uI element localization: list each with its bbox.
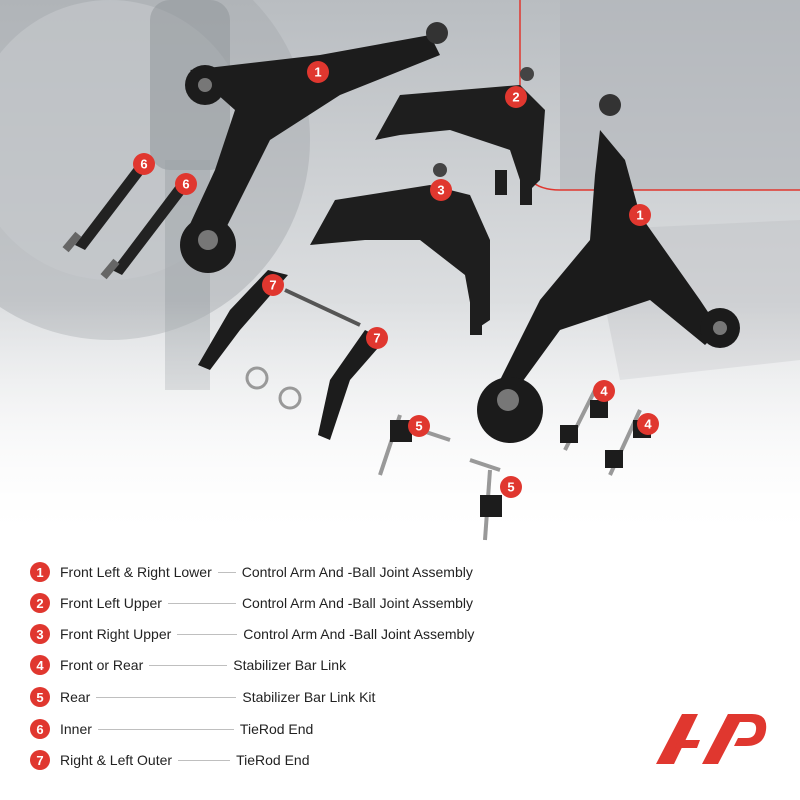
callout-number: 5 <box>415 419 422 434</box>
callout-badge <box>408 415 430 437</box>
callout-number: 6 <box>182 177 189 192</box>
legend-number: 2 <box>30 593 50 613</box>
parts-photo: 1 1 2 3 4 4 5 5 6 6 7 7 <box>0 0 800 545</box>
callout-number: 2 <box>512 90 519 105</box>
legend-label: Front Left Upper <box>60 595 162 611</box>
legend-divider <box>177 633 238 635</box>
legend-divider <box>97 728 234 730</box>
callout-badge <box>175 173 197 195</box>
stabilizer-bar-link-kit <box>378 414 502 541</box>
legend-divider <box>167 602 236 604</box>
legend-row-7: 7 Right & Left Outer TieRod End <box>30 748 309 772</box>
legend-description: TieRod End <box>239 721 314 737</box>
brand-logo <box>656 714 767 764</box>
inner-tie-rod-ends <box>62 165 190 280</box>
lower-control-arm-right <box>477 94 740 443</box>
legend-number: 7 <box>30 750 50 770</box>
upper-control-arm-left <box>375 67 545 205</box>
legend-number: 5 <box>30 687 50 707</box>
legend-description: Stabilizer Bar Link Kit <box>242 689 376 705</box>
legend-label: Front Right Upper <box>60 626 172 642</box>
legend-label: Front or Rear <box>60 657 144 673</box>
callout-number: 7 <box>269 278 276 293</box>
outer-tie-rod-ends <box>198 270 385 440</box>
callout-number: 1 <box>314 65 321 80</box>
legend-number: 1 <box>30 562 50 582</box>
legend-row-2: 2 Front Left Upper Control Arm And -Ball… <box>30 591 473 615</box>
lower-control-arm-left <box>180 22 448 273</box>
stabilizer-bar-links <box>560 389 651 476</box>
legend-label: Right & Left Outer <box>60 752 173 768</box>
callout-number: 7 <box>373 331 380 346</box>
upper-control-arm-right <box>310 163 490 335</box>
legend-row-3: 3 Front Right Upper Control Arm And -Bal… <box>30 622 474 646</box>
callout-badge <box>629 204 651 226</box>
callout-number: 4 <box>644 417 652 432</box>
callout-badge <box>593 380 615 402</box>
callout-badge <box>307 61 329 83</box>
callout-badge <box>500 476 522 498</box>
legend-number: 3 <box>30 624 50 644</box>
callout-badge <box>133 153 155 175</box>
legend-divider <box>178 759 231 761</box>
callout-badge <box>430 179 452 201</box>
legend-divider <box>217 571 236 573</box>
callout-badges: 1 1 2 3 4 4 5 5 6 6 7 7 <box>133 61 659 498</box>
legend-divider <box>96 696 237 698</box>
legend-label: Rear <box>60 689 91 705</box>
callout-badge <box>366 327 388 349</box>
callout-badge <box>262 274 284 296</box>
callout-badge <box>505 86 527 108</box>
legend-description: Control Arm And -Ball Joint Assembly <box>241 564 473 580</box>
callout-badge <box>637 413 659 435</box>
legend-number: 4 <box>30 655 50 675</box>
callout-number: 1 <box>636 208 643 223</box>
callout-number: 4 <box>600 384 608 399</box>
car-background <box>0 0 800 545</box>
legend-description: Control Arm And -Ball Joint Assembly <box>241 595 474 611</box>
legend-label: Inner <box>60 721 92 737</box>
legend-number: 6 <box>30 719 50 739</box>
callout-number: 3 <box>437 183 444 198</box>
legend-row-6: 6 Inner TieRod End <box>30 717 313 741</box>
callout-number: 6 <box>140 157 147 172</box>
legend-divider <box>149 664 228 666</box>
legend-description: Control Arm And -Ball Joint Assembly <box>243 626 475 642</box>
legend-label: Front Left & Right Lower <box>60 564 212 580</box>
legend-row-5: 5 Rear Stabilizer Bar Link Kit <box>30 685 375 709</box>
legend-description: Stabilizer Bar Link <box>233 657 347 673</box>
legend-row-1: 1 Front Left & Right Lower Control Arm A… <box>30 560 473 584</box>
legend-description: TieRod End <box>236 752 310 768</box>
legend-row-4: 4 Front or Rear Stabilizer Bar Link <box>30 653 346 677</box>
callout-number: 5 <box>507 480 514 495</box>
